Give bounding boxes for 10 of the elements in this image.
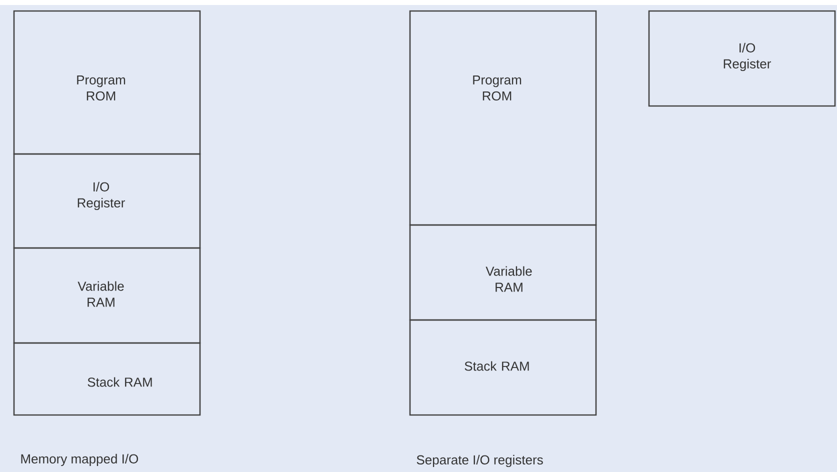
caption: Memory mapped I/O: [21, 454, 138, 466]
memory-block: Program ROM: [13, 10, 201, 155]
memory-block: I/O Register: [13, 153, 201, 249]
memory-block: Program ROM: [409, 10, 597, 226]
memory-block: Variable RAM: [409, 224, 597, 321]
caption: Separate I/O registers: [416, 454, 543, 468]
memory-block: Variable RAM: [13, 247, 201, 344]
memory-block: Stack RAM: [409, 319, 597, 416]
memory-block: Stack RAM: [13, 342, 201, 416]
memory-block: I/O Register: [648, 10, 836, 107]
